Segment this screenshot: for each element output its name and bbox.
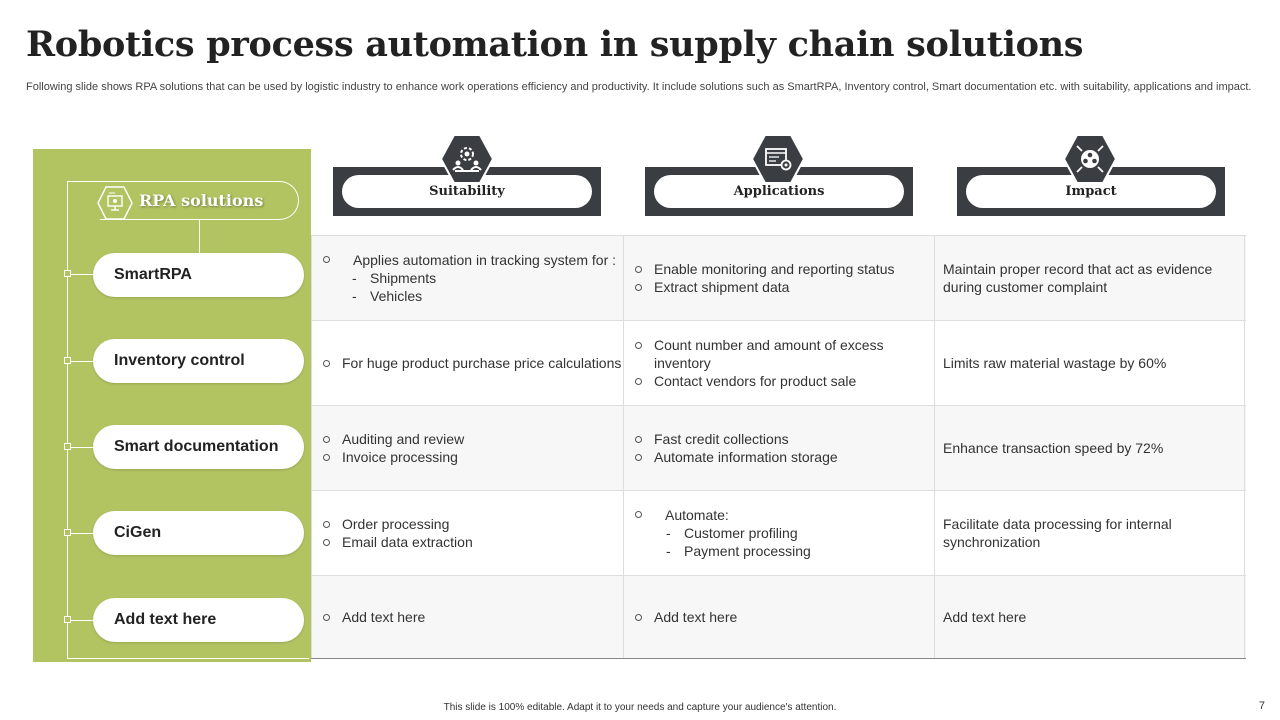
table-row: Auditing and review Invoice processing F… (311, 406, 1246, 491)
column-label: Impact (966, 175, 1216, 208)
sub-item: Payment processing (634, 542, 934, 560)
bullet-item: Automate: (634, 506, 934, 524)
impact-cell: Enhance transaction speed by 72% (934, 406, 1245, 490)
suitability-cell: Applies automation in tracking system fo… (311, 236, 623, 320)
sub-item: Customer profiling (634, 524, 934, 542)
page-subtitle: Following slide shows RPA solutions that… (26, 81, 1252, 93)
bullet-item: Applies automation in tracking system fo… (322, 251, 623, 269)
applications-cell: Automate: Customer profiling Payment pro… (623, 491, 934, 575)
sidebar-panel (33, 149, 311, 662)
sub-item: Shipments (322, 269, 623, 287)
bullet-item: Fast credit collections (634, 430, 934, 448)
bullet-item: Add text here (322, 608, 623, 626)
bullet-item: For huge product purchase price calculat… (322, 354, 623, 372)
impact-text: Maintain proper record that act as evide… (943, 261, 1213, 295)
bullet-item: Auditing and review (322, 430, 623, 448)
sub-item: Vehicles (322, 287, 623, 305)
bullet-item: Invoice processing (322, 448, 623, 466)
impact-text: Facilitate data processing for internal … (943, 516, 1172, 550)
sidebar-connector (199, 220, 200, 254)
node-connector (71, 361, 95, 362)
impact-text: Limits raw material wastage by 60% (943, 355, 1167, 371)
node-connector (71, 274, 95, 275)
bullet-item: Automate information storage (634, 448, 934, 466)
impact-text: Enhance transaction speed by 72% (943, 440, 1164, 456)
node-connector (71, 447, 95, 448)
table-row: Order processing Email data extraction A… (311, 491, 1246, 576)
suitability-cell: Auditing and review Invoice processing (311, 406, 623, 490)
applications-cell: Add text here (623, 576, 934, 658)
timeline-node (64, 270, 71, 277)
bullet-item: Extract shipment data (634, 278, 934, 296)
sidebar-item-smart-documentation: Smart documentation (93, 425, 304, 469)
table-row: Add text here Add text here Add text her… (311, 576, 1246, 658)
rpa-monitor-icon (97, 186, 133, 220)
footer-note: This slide is 100% editable. Adapt it to… (443, 702, 837, 713)
suitability-cell: For huge product purchase price calculat… (311, 321, 623, 405)
timeline-node (64, 357, 71, 364)
sidebar-item-cigen: CiGen (93, 511, 304, 555)
timeline-node (64, 529, 71, 536)
bullet-item: Email data extraction (322, 533, 623, 551)
gear-people-icon (440, 134, 494, 184)
suitability-cell: Add text here (311, 576, 623, 658)
impact-text: Add text here (943, 609, 1027, 625)
applications-cell: Fast credit collections Automate informa… (623, 406, 934, 490)
impact-cell: Facilitate data processing for internal … (934, 491, 1245, 575)
sidebar-bracket-bottom (67, 658, 309, 659)
table-row: For huge product purchase price calculat… (311, 321, 1246, 406)
bullet-item: Add text here (634, 608, 934, 626)
bullet-item: Enable monitoring and reporting status (634, 260, 934, 278)
sidebar-item-smartrpa: SmartRPA (93, 253, 304, 297)
page-number: 7 (1258, 700, 1265, 712)
timeline-node (64, 616, 71, 623)
sidebar-title: RPA solutions (139, 191, 264, 210)
impact-cell: Limits raw material wastage by 60% (934, 321, 1245, 405)
browser-settings-icon (751, 134, 805, 184)
impact-cell: Add text here (934, 576, 1245, 658)
bullet-item: Order processing (322, 515, 623, 533)
team-focus-icon (1063, 134, 1117, 184)
timeline-node (64, 443, 71, 450)
sidebar-bracket-line (67, 181, 68, 659)
table-row: Applies automation in tracking system fo… (311, 236, 1246, 321)
bullet-item: Count number and amount of excess invent… (634, 336, 934, 372)
sidebar-item-inventory-control: Inventory control (93, 339, 304, 383)
impact-cell: Maintain proper record that act as evide… (934, 236, 1245, 320)
page-title: Robotics process automation in supply ch… (26, 24, 1084, 65)
node-connector (71, 620, 95, 621)
sidebar-item-add-text: Add text here (93, 598, 304, 642)
solutions-table: Applies automation in tracking system fo… (311, 235, 1246, 659)
applications-cell: Count number and amount of excess invent… (623, 321, 934, 405)
bullet-item: Contact vendors for product sale (634, 372, 934, 390)
applications-cell: Enable monitoring and reporting status E… (623, 236, 934, 320)
sidebar-header-outline (100, 181, 299, 220)
suitability-cell: Order processing Email data extraction (311, 491, 623, 575)
node-connector (71, 533, 95, 534)
